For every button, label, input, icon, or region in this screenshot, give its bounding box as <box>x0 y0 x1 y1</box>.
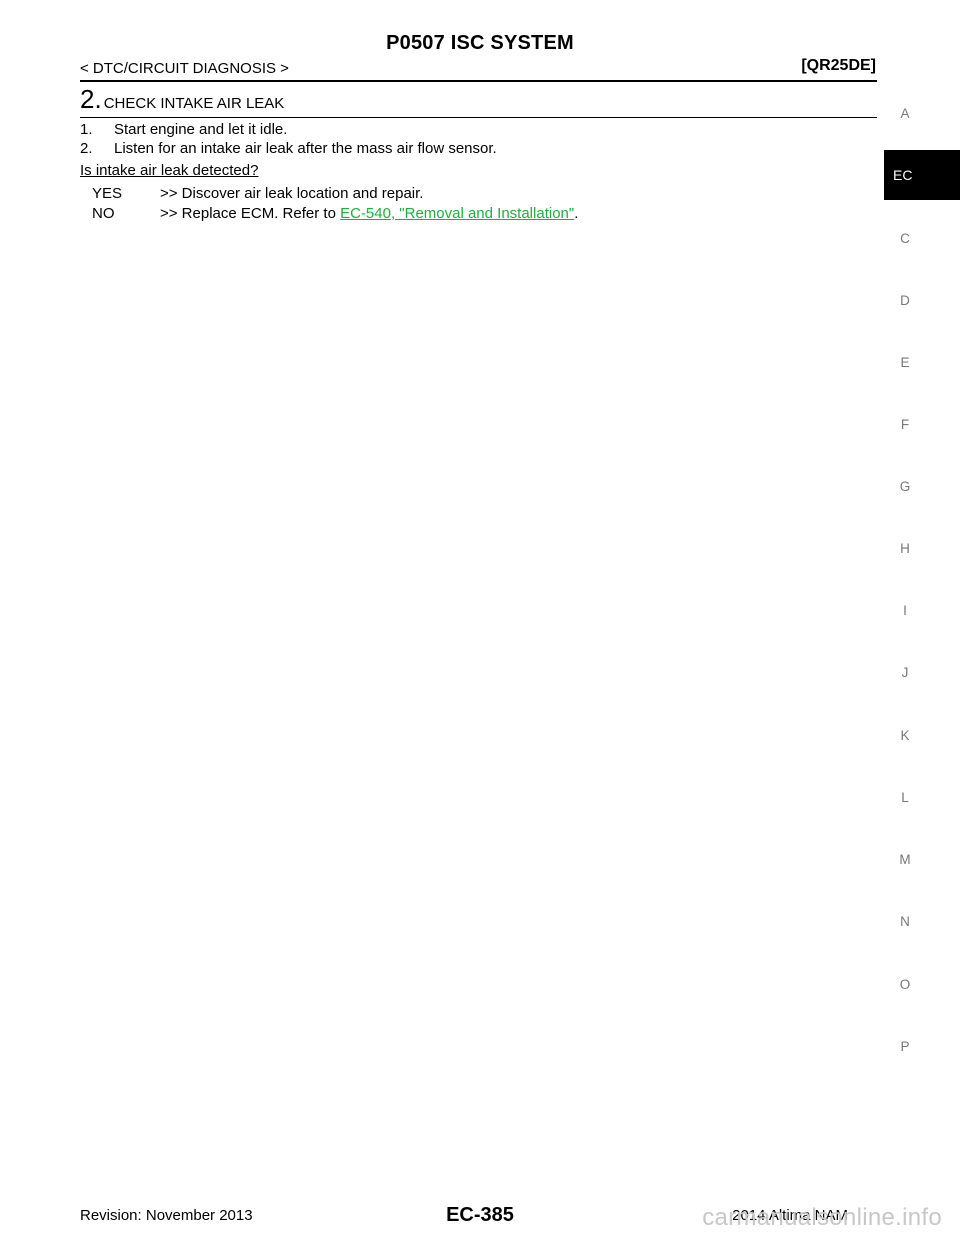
index-letter-g[interactable]: G <box>899 479 911 494</box>
answer-no-line: >> Replace ECM. Refer to EC-540, "Remova… <box>160 204 578 224</box>
step-title: CHECK INTAKE AIR LEAK <box>103 95 285 112</box>
index-letter-c[interactable]: C <box>900 231 910 246</box>
list-item-text: Start engine and let it idle. <box>114 121 288 138</box>
index-letter-i[interactable]: I <box>903 603 907 618</box>
list-item-number: 1. <box>80 121 93 138</box>
index-letter-e[interactable]: E <box>900 355 910 370</box>
step-divider <box>80 117 877 118</box>
removal-installation-link[interactable]: EC-540, "Removal and Installation" <box>340 204 575 222</box>
answer-yes: YES >> Discover air leak location and re… <box>92 184 578 204</box>
index-letter-a[interactable]: A <box>900 106 910 121</box>
answer-no-text: >> Replace ECM. Refer to <box>160 204 341 222</box>
answer-yes-text: >> Discover air leak location and repair… <box>160 185 424 202</box>
step-number: 2. <box>80 84 102 114</box>
index-letter-h[interactable]: H <box>900 541 910 556</box>
index-letter-p[interactable]: P <box>900 1039 910 1054</box>
footer-page-number: EC-385 <box>446 1204 514 1226</box>
index-letter-n[interactable]: N <box>900 914 910 929</box>
list-item: 1. Start engine and let it idle. <box>80 121 497 140</box>
index-letter-j[interactable]: J <box>901 665 909 680</box>
index-letter-k[interactable]: K <box>900 728 910 743</box>
index-active-ec[interactable]: EC <box>884 150 960 200</box>
index-letter-d[interactable]: D <box>900 293 910 308</box>
footer-model: 2014 Altima NAM <box>732 1207 848 1224</box>
watermark: carmanualsonline.info <box>702 1204 942 1231</box>
procedure-list: 1. Start engine and let it idle. 2. List… <box>80 121 497 158</box>
footer-revision: Revision: November 2013 <box>80 1207 253 1224</box>
diagnostic-question: Is intake air leak detected? <box>80 162 259 179</box>
header-divider <box>80 80 877 82</box>
answer-no-end: . <box>574 204 579 222</box>
index-letter-o[interactable]: O <box>899 977 911 992</box>
index-letter-l[interactable]: L <box>901 790 909 805</box>
answer-yes-key: YES <box>92 185 123 202</box>
list-item-number: 2. <box>80 139 93 157</box>
index-letter-m[interactable]: M <box>899 852 911 867</box>
index-letter-f[interactable]: F <box>900 417 910 432</box>
list-item-text: Listen for an intake air leak after the … <box>114 139 497 157</box>
answer-list: YES >> Discover air leak location and re… <box>92 184 578 223</box>
list-item: 2. Listen for an intake air leak after t… <box>80 140 497 159</box>
breadcrumb: < DTC/CIRCUIT DIAGNOSIS > <box>80 60 289 77</box>
engine-code: [QR25DE] <box>801 57 876 74</box>
page-title: P0507 ISC SYSTEM <box>386 32 574 54</box>
answer-no-key: NO <box>92 204 115 222</box>
answer-no: NO >> Replace ECM. Refer to EC-540, "Rem… <box>92 204 578 224</box>
step-heading: 2. CHECK INTAKE AIR LEAK <box>80 86 284 112</box>
